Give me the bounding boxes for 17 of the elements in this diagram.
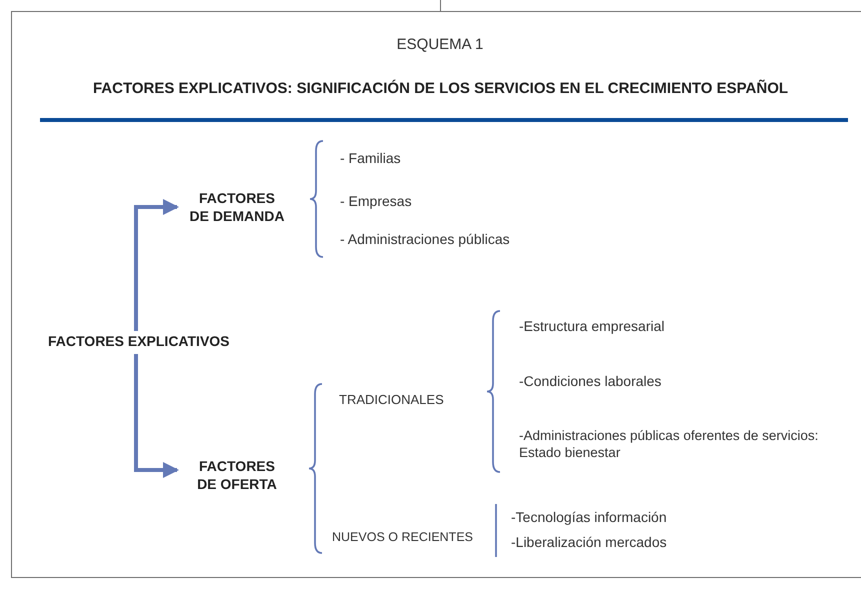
list-item: TRADICIONALES (339, 392, 444, 408)
factor-label: FACTORES DE DEMANDA (177, 190, 297, 225)
factor-label: FACTORES DE OFERTA (177, 458, 297, 493)
connector-arrow (134, 199, 179, 331)
factor-label: FACTORES EXPLICATIVOS (48, 333, 238, 350)
list-item: - Familias (340, 150, 401, 168)
list-item: -Administraciones públicas oferentes de servicios: Estado bienestar (519, 428, 820, 462)
list-item: -Liberalización mercados (511, 534, 667, 552)
connector-arrow (134, 354, 179, 478)
list-item: - Administraciones públicas (340, 231, 510, 248)
scheme-number: ESQUEMA 1 (396, 36, 484, 55)
list-item: NUEVOS O RECIENTES (332, 530, 473, 546)
list-item: - Empresas (340, 193, 412, 210)
list-item: -Estructura empresarial (519, 318, 664, 336)
list-item: -Condiciones laborales (519, 373, 662, 390)
list-item: -Tecnologías información (511, 509, 667, 526)
diagram-title: FACTORES EXPLICATIVOS: SIGNIFICACIÓN DE LOS SERVICIOS EN EL CRECIMIENTO ESPAÑOL (92, 80, 790, 97)
